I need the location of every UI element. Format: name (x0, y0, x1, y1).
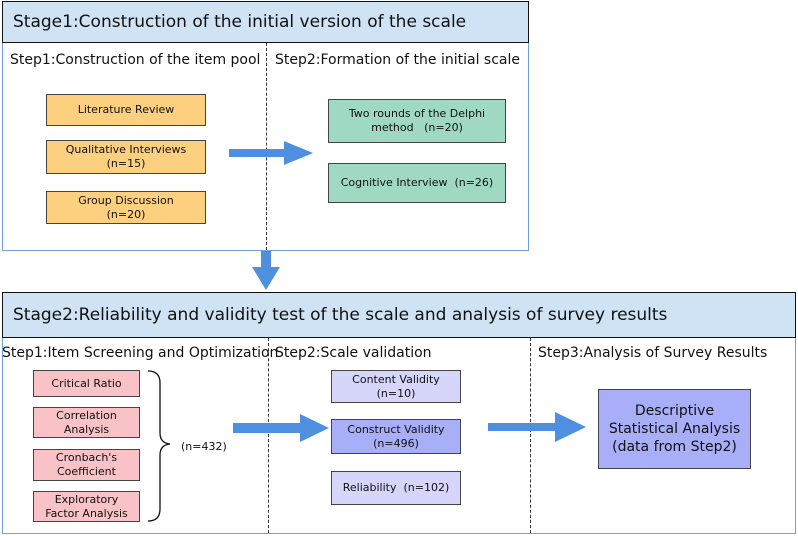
stage2-header: Stage2:Reliability and validity test of … (2, 292, 796, 338)
construct-validity-n: (n=496) (373, 436, 419, 450)
correlation-analysis-box: Correlation Analysis (33, 407, 140, 438)
cronbach-coefficient-box: Cronbach's Coefficient (33, 449, 140, 481)
stage2-divider-1 (268, 338, 269, 533)
delphi-method-n: method (n=20) (371, 121, 463, 134)
stage2-step1-title: Step1:Item Screening and Optimization (2, 345, 279, 361)
stage1-divider (266, 43, 267, 250)
descriptive-analysis-line2: Statistical Analysis (608, 420, 741, 437)
qualitative-interviews-n: (n=15) (106, 157, 146, 170)
stage1-header: Stage1:Construction of the initial versi… (2, 1, 529, 43)
group-discussion-box: Group Discussion (n=20) (46, 191, 206, 224)
qualitative-interviews-box: Qualitative Interviews (n=15) (46, 140, 206, 174)
content-validity-n: (n=10) (376, 386, 416, 400)
stage2-step2-title: Step2:Scale validation (275, 345, 432, 361)
reliability-label: Reliability (n=102) (342, 481, 450, 495)
exploratory-factor-analysis-line1: Exploratory (54, 492, 119, 506)
sample-size-note: (n=432) (181, 440, 227, 453)
critical-ratio-label: Critical Ratio (51, 376, 122, 390)
literature-review-label: Literature Review (77, 103, 175, 117)
stage2-divider-2 (530, 338, 531, 533)
group-discussion-label: Group Discussion (78, 193, 174, 207)
descriptive-analysis-line1: Descriptive (634, 402, 715, 419)
group-discussion-n: (n=20) (106, 207, 146, 221)
critical-ratio-box: Critical Ratio (33, 370, 140, 397)
delphi-method-label: Two rounds of the Delphi (348, 107, 486, 121)
exploratory-factor-analysis-box: Exploratory Factor Analysis (33, 491, 140, 522)
cognitive-interview-box: Cognitive Interview (n=26) (328, 163, 506, 203)
stage2-step1-arrow (233, 414, 329, 442)
content-validity-box: Content Validity (n=10) (331, 370, 461, 403)
construct-validity-box: Construct Validity (n=496) (331, 419, 461, 454)
descriptive-analysis-box: Descriptive Statistical Analysis (data f… (598, 389, 751, 469)
descriptive-analysis-line3: (data from Step2) (612, 439, 737, 456)
stage-transition-arrow (252, 251, 280, 290)
items-brace (147, 370, 171, 522)
content-validity-label: Content Validity (352, 372, 440, 386)
cronbach-coefficient-line2: Coefficient (57, 465, 116, 478)
correlation-analysis-line2: Analysis (63, 422, 110, 436)
cognitive-interview-label: Cognitive Interview (n=26) (340, 176, 494, 190)
stage1-step2-title: Step2:Formation of the initial scale (275, 52, 521, 68)
stage1-step1-title: Step1:Construction of the item pool (10, 52, 261, 68)
stage2-title: Stage2:Reliability and validity test of … (13, 305, 668, 325)
delphi-method-box: Two rounds of the Delphi method (n=20) (328, 99, 506, 143)
stage1-step-arrow (229, 141, 313, 165)
stage2-step2-arrow (488, 412, 586, 442)
stage2-step3-title: Step3:Analysis of Survey Results (538, 345, 768, 361)
literature-review-box: Literature Review (46, 94, 206, 126)
stage1-title: Stage1:Construction of the initial versi… (13, 12, 467, 32)
qualitative-interviews-label: Qualitative Interviews (65, 143, 187, 157)
construct-validity-label: Construct Validity (347, 422, 445, 436)
correlation-analysis-line1: Correlation (56, 408, 117, 422)
reliability-box: Reliability (n=102) (331, 471, 461, 505)
cronbach-coefficient-line1: Cronbach's (55, 451, 118, 465)
exploratory-factor-analysis-line2: Factor Analysis (45, 506, 128, 520)
